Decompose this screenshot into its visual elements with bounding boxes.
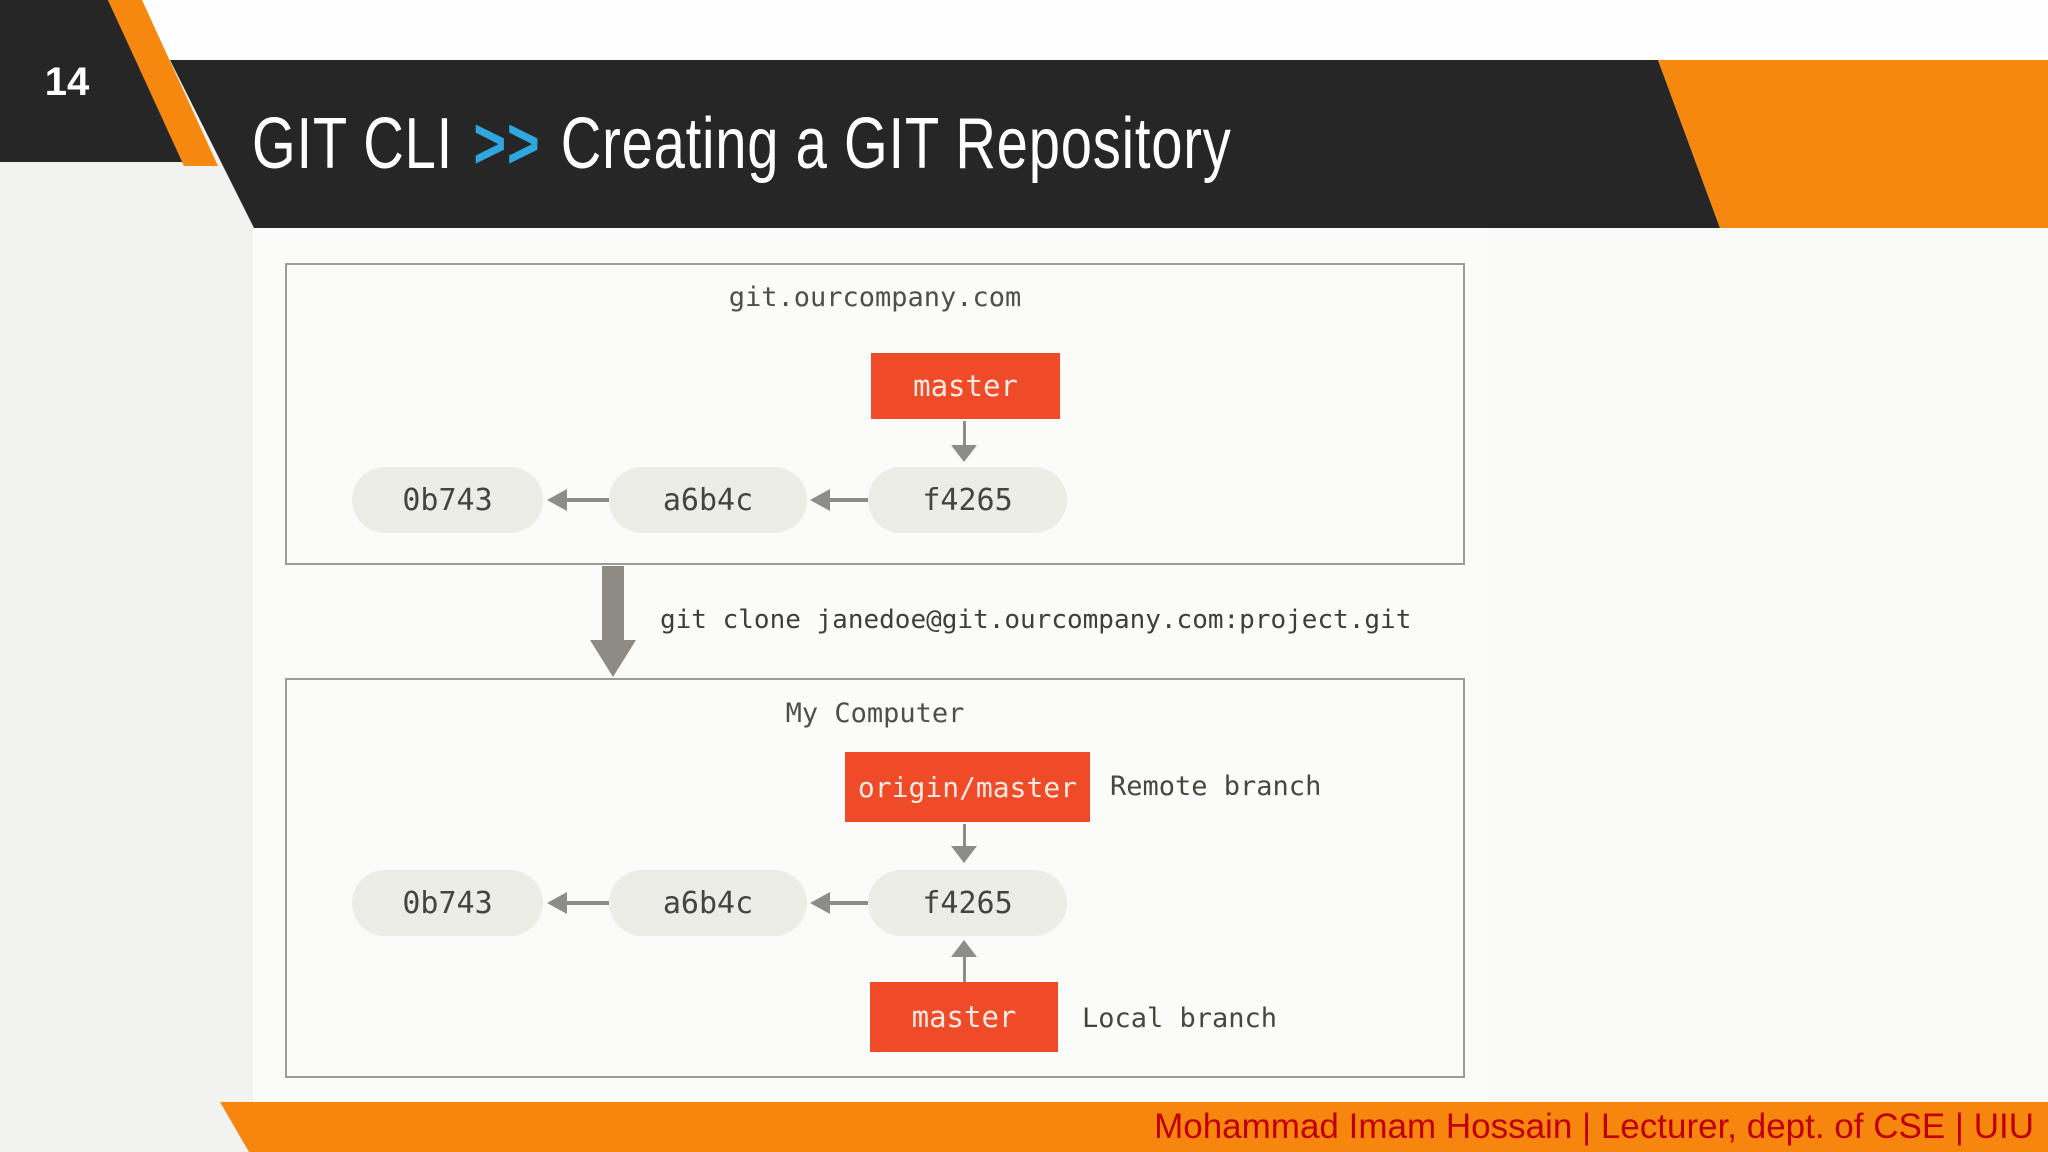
arrowhead-up-icon	[951, 940, 977, 957]
remote-master-branch-label: master	[871, 353, 1060, 419]
clone-arrow	[602, 566, 624, 640]
arrow-master-to-f4265	[963, 957, 966, 982]
commit-node: 0b743	[352, 467, 543, 533]
commit-node: 0b743	[352, 870, 543, 936]
title-separator: >>	[473, 104, 541, 184]
right-background-zone	[1488, 228, 2048, 1102]
page-number: 14	[44, 60, 90, 104]
commit-node: f4265	[868, 467, 1067, 533]
footer-bar: Mohammad Imam Hossain | Lecturer, dept. …	[220, 1102, 2048, 1152]
top-strip	[0, 0, 2048, 60]
arrow-origin-to-f4265	[963, 824, 966, 846]
arrowhead-left-icon	[547, 489, 567, 511]
arrowhead-down-icon	[951, 846, 977, 863]
title-bar	[170, 60, 1720, 228]
footer-credit: Mohammad Imam Hossain | Lecturer, dept. …	[1154, 1107, 2034, 1146]
arrow-f4265-to-a6b4c	[830, 498, 868, 502]
title-bar-accent-block	[1658, 60, 2048, 228]
arrowhead-down-icon	[951, 445, 977, 462]
clone-command: git clone janedoe@git.ourcompany.com:pro…	[660, 605, 1412, 635]
commit-node: a6b4c	[609, 467, 807, 533]
arrow-f4265-to-a6b4c	[830, 901, 868, 905]
title-subtitle: Creating a GIT Repository	[560, 104, 1232, 184]
arrowhead-left-icon	[810, 892, 830, 914]
arrow-a6b4c-to-0b743	[567, 901, 609, 905]
title-prefix: GIT CLI	[252, 104, 454, 184]
arrowhead-left-icon	[810, 489, 830, 511]
commit-node: f4265	[868, 870, 1067, 936]
arrow-master-to-f4265	[963, 421, 966, 445]
slide-title: GIT CLI >> Creating a GIT Repository	[252, 60, 1232, 228]
clone-arrowhead-icon	[590, 640, 636, 677]
local-branch-caption: Local branch	[1082, 1003, 1278, 1034]
local-repo-title: My Computer	[785, 698, 965, 729]
remote-repo-title: git.ourcompany.com	[728, 282, 1022, 313]
arrowhead-left-icon	[547, 892, 567, 914]
remote-tracking-branch-label: origin/master	[845, 752, 1090, 822]
remote-branch-caption: Remote branch	[1110, 771, 1322, 802]
commit-node: a6b4c	[609, 870, 807, 936]
local-master-branch-label: master	[870, 982, 1058, 1052]
arrow-a6b4c-to-0b743	[567, 498, 609, 502]
